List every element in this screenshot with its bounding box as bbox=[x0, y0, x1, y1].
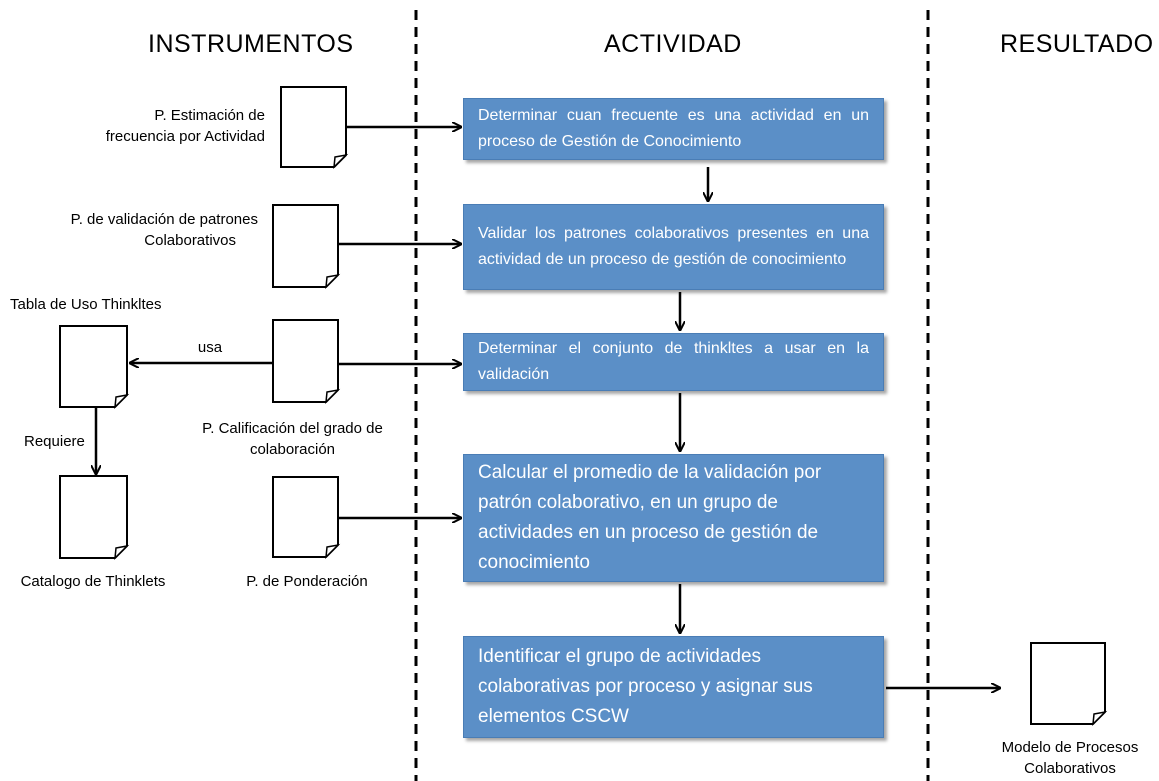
label-calificacion: P. Calificación del grado de colaboració… bbox=[185, 418, 400, 460]
label-calificacion-line-1: P. Calificación del grado de bbox=[202, 420, 383, 437]
activity-text-5: Identificar el grupo de actividades cola… bbox=[478, 646, 813, 727]
label-catalogo: Catalogo de Thinklets bbox=[20, 573, 166, 590]
label-validacion-line-2: Colaborativos bbox=[144, 232, 236, 249]
label-usa: usa bbox=[197, 339, 223, 356]
activity-text-4: Calcular el promedio de la validación po… bbox=[478, 462, 822, 573]
label-resultado: Modelo de Procesos Colaborativos bbox=[985, 737, 1155, 779]
activity-text-1: Determinar cuan frecuente es una activid… bbox=[478, 107, 869, 150]
label-ponderacion: P. de Ponderación bbox=[246, 573, 368, 590]
document-icon-validacion bbox=[272, 204, 341, 290]
document-icon-ponderacion bbox=[272, 476, 341, 560]
label-validacion-line-1: P. de validación de patrones bbox=[70, 211, 258, 228]
label-estimacion-line-2: frecuencia por Actividad bbox=[105, 128, 265, 145]
label-resultado-line-1: Modelo de Procesos bbox=[1001, 739, 1139, 756]
label-validacion: P. de validación de patrones Colaborativ… bbox=[0, 209, 258, 251]
activity-box-2: Validar los patrones colaborativos prese… bbox=[463, 204, 884, 290]
label-resultado-line-2: Colaborativos bbox=[1024, 760, 1116, 777]
column-header-instrumentos: INSTRUMENTOS bbox=[148, 30, 354, 58]
document-icon-calificacion bbox=[272, 319, 341, 405]
label-calificacion-line-2: colaboración bbox=[249, 441, 336, 458]
activity-text-3: Determinar el conjunto de thinkltes a us… bbox=[478, 340, 869, 383]
activity-box-1: Determinar cuan frecuente es una activid… bbox=[463, 98, 884, 160]
activity-box-3: Determinar el conjunto de thinkltes a us… bbox=[463, 333, 884, 391]
label-requiere: Requiere bbox=[24, 433, 85, 450]
document-icon-catalogo bbox=[59, 475, 130, 561]
activity-text-2: Validar los patrones colaborativos prese… bbox=[478, 225, 869, 268]
column-header-resultado: RESULTADO bbox=[1000, 30, 1154, 58]
label-estimacion: P. Estimación de frecuencia por Activida… bbox=[40, 105, 265, 147]
document-icon-resultado bbox=[1030, 642, 1108, 727]
document-icon-estimacion bbox=[280, 86, 349, 170]
label-tabla: Tabla de Uso Thinkltes bbox=[10, 296, 162, 313]
document-icon-tabla bbox=[59, 325, 130, 410]
activity-box-5: Identificar el grupo de actividades cola… bbox=[463, 636, 884, 738]
activity-box-4: Calcular el promedio de la validación po… bbox=[463, 454, 884, 582]
column-header-actividad: ACTIVIDAD bbox=[604, 30, 742, 58]
label-estimacion-line-1: P. Estimación de bbox=[154, 107, 265, 124]
